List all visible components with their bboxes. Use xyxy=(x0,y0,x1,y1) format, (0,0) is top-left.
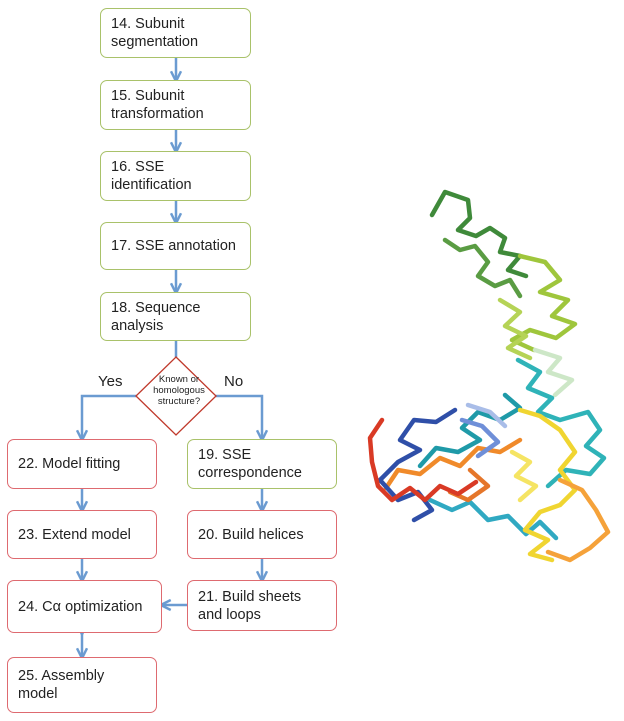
arrow-yes-branch xyxy=(82,394,140,439)
step-24-node: 24. Cα optimization xyxy=(7,580,162,633)
no-label: No xyxy=(224,373,244,390)
step-18-node: 18. Sequence analysis xyxy=(100,292,251,341)
step-15-node: 15. Subunit transformation xyxy=(100,80,251,130)
decision-label: Known or homologous structure? xyxy=(153,374,205,407)
step-21-label: 21. Build sheets and loops xyxy=(198,588,302,623)
step-22-node: 22. Model fitting xyxy=(7,439,157,489)
step-24-label: 24. Cα optimization xyxy=(18,598,143,615)
step-25-label: 25. Assembly model xyxy=(18,668,105,702)
step-17-label: 17. SSE annotation xyxy=(111,238,236,254)
step-17-node: 17. SSE annotation xyxy=(100,222,251,270)
decision-diamond xyxy=(135,356,217,436)
step-23-label: 23. Extend model xyxy=(18,526,131,543)
step-16-node: 16. SSE identification xyxy=(100,151,251,201)
step-14-node: 14. Subunit segmentation xyxy=(100,8,251,58)
step-18-label: 18. Sequence analysis xyxy=(111,299,201,334)
step-19-label: 19. SSE correspondence xyxy=(198,447,302,481)
step-19-node: 19. SSE correspondence xyxy=(187,439,337,489)
step-23-node: 23. Extend model xyxy=(7,510,157,559)
yes-label: Yes xyxy=(98,373,123,390)
step-22-label: 22. Model fitting xyxy=(18,456,121,472)
arrow-no-branch xyxy=(212,394,262,439)
step-16-label: 16. SSE identification xyxy=(111,159,192,193)
step-15-label: 15. Subunit transformation xyxy=(111,88,204,122)
step-25-node: 25. Assembly model xyxy=(7,657,157,713)
step-21-node: 21. Build sheets and loops xyxy=(187,580,337,631)
step-20-node: 20. Build helices xyxy=(187,510,337,559)
step-20-label: 20. Build helices xyxy=(198,526,304,543)
step-14-label: 14. Subunit segmentation xyxy=(111,16,199,50)
